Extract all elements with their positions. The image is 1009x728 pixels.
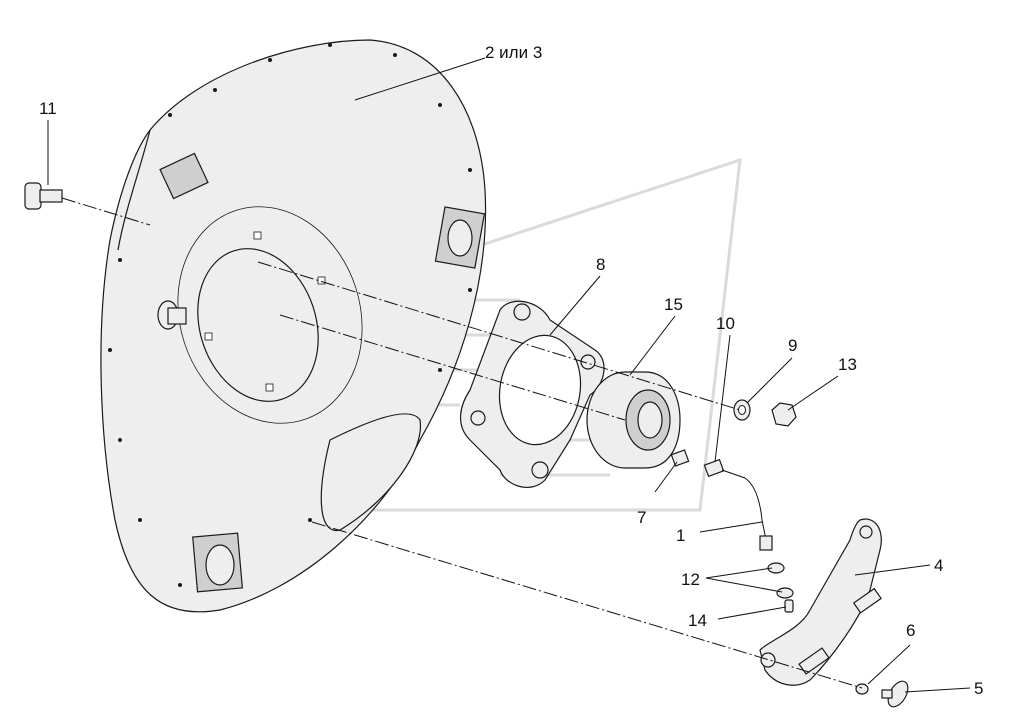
housing-plate [100, 39, 487, 613]
screw-5 [881, 680, 909, 708]
callout-labels: 11 2 или 3 8 15 10 9 13 7 1 12 14 4 6 5 [39, 43, 983, 698]
washer-6 [855, 683, 869, 695]
leader-lines [47, 57, 971, 693]
callout-12: 12 [681, 570, 700, 589]
callout-8: 8 [596, 255, 605, 274]
release-bearing-15 [586, 371, 681, 469]
flange-bracket-8 [460, 300, 605, 488]
washers-12 [767, 562, 794, 599]
callout-10: 10 [716, 314, 735, 333]
callout-5: 5 [974, 679, 983, 698]
callout-1: 1 [676, 526, 685, 545]
callout-11: 11 [39, 99, 57, 118]
callout-2: 2 или 3 [485, 43, 542, 62]
callout-15: 15 [664, 295, 683, 314]
arm-bracket-4 [759, 518, 882, 686]
bolt-11 [24, 182, 63, 210]
hydraulic-line [670, 449, 773, 551]
callout-4: 4 [934, 556, 943, 575]
assembly-axes [61, 197, 863, 689]
pin-14 [784, 599, 794, 613]
center-opening [197, 248, 319, 402]
callout-7: 7 [637, 508, 646, 527]
callout-9: 9 [788, 336, 797, 355]
washer-9 [733, 399, 751, 421]
callout-13: 13 [838, 355, 857, 374]
inspection-cover [320, 413, 422, 531]
callout-6: 6 [906, 621, 915, 640]
callout-14: 14 [688, 611, 707, 630]
